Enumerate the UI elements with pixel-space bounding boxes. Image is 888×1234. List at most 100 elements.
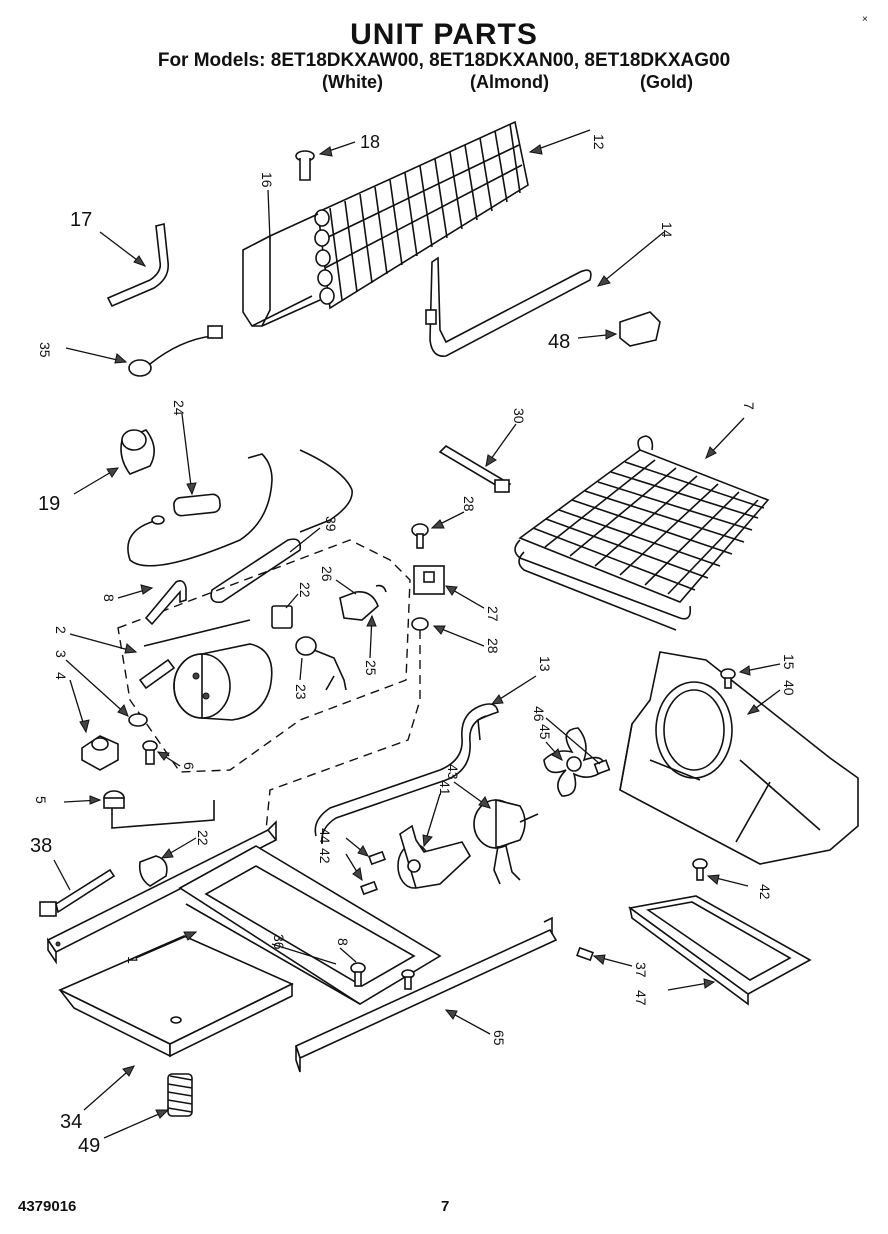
callout-46: 46	[531, 706, 547, 722]
callout-22-top: 22	[297, 582, 313, 598]
callout-41: 41	[437, 780, 453, 796]
callout-42-right: 42	[757, 884, 773, 900]
callout-8-bottom: 8	[335, 938, 351, 946]
leader-dashed-vertical	[265, 630, 421, 831]
callout-48: 48	[548, 331, 570, 353]
callout-49: 49	[78, 1135, 100, 1157]
callout-1: 1	[125, 956, 141, 964]
callout-27: 27	[485, 606, 501, 622]
models-line: For Models: 8ET18DKXAW00, 8ET18DKXAN00, …	[157, 50, 731, 71]
part-drier-24	[127, 449, 353, 567]
callout-65: 65	[491, 1030, 507, 1046]
part-relay-25	[295, 636, 347, 691]
callout-47: 47	[633, 990, 649, 1006]
part-condenser-shroud	[242, 213, 321, 327]
callout-7: 7	[741, 402, 757, 410]
leader-lines	[53, 129, 781, 1139]
part-base-frame	[178, 845, 442, 1005]
part-screw-15	[720, 668, 736, 689]
callout-38: 38	[30, 835, 52, 857]
part-condenser-coil	[314, 120, 529, 310]
page-title: UNIT PARTS	[350, 18, 538, 51]
part-screw-28a	[411, 523, 429, 549]
part-screw-42a	[360, 880, 378, 896]
part-tube-8	[144, 580, 187, 626]
callout-26: 26	[319, 566, 335, 582]
part-motor-mount-41	[397, 824, 472, 889]
part-relay-27	[413, 565, 445, 595]
page-number: 7	[441, 1198, 450, 1215]
variant-gold-label: (Gold)	[640, 72, 693, 92]
part-connector-22	[271, 605, 293, 629]
part-base-rail-left	[46, 820, 278, 965]
callout-28-top: 28	[461, 496, 477, 512]
part-foot-5	[103, 790, 125, 809]
callout-45: 45	[537, 724, 553, 740]
callout-5: 5	[33, 796, 49, 804]
part-screw-8b	[350, 962, 366, 987]
callout-30: 30	[511, 408, 527, 424]
part-drain-pan-47	[628, 895, 812, 1006]
document-number: 4379016	[18, 1198, 77, 1215]
part-bolt-6	[142, 740, 158, 765]
part-clip-46	[593, 759, 611, 775]
callout-40: 40	[781, 680, 797, 696]
part-base-plate-34	[58, 935, 294, 1058]
corner-mark: ×	[862, 14, 868, 25]
part-sleeve-19	[120, 429, 155, 475]
part-grommet-3	[128, 713, 148, 727]
callout-14: 14	[659, 222, 675, 238]
part-bracket-4	[81, 735, 119, 771]
part-screw-44	[368, 850, 386, 866]
callout-25: 25	[363, 660, 379, 676]
part-fan-bracket-40	[619, 651, 859, 865]
part-sensor-35	[128, 325, 223, 377]
part-spring-49	[167, 1073, 193, 1117]
callout-43: 43	[445, 764, 461, 780]
callout-36: 36	[271, 934, 287, 950]
callout-28-bottom: 28	[485, 638, 501, 654]
part-compressor	[138, 619, 273, 721]
callout-15: 15	[781, 654, 797, 670]
compressor-enclosure-outline	[117, 539, 411, 773]
part-screw-37	[576, 946, 594, 962]
callout-24: 24	[171, 400, 187, 416]
callout-8-top: 8	[101, 594, 117, 602]
callout-16: 16	[259, 172, 275, 188]
part-tie-38	[39, 868, 116, 917]
callout-18: 18	[360, 132, 380, 152]
part-screw-18	[295, 150, 315, 181]
part-fan-motor-43	[473, 798, 539, 885]
callout-4: 4	[53, 672, 69, 680]
callout-19: 19	[38, 493, 60, 515]
part-nut-28b	[411, 617, 429, 631]
part-clip-48	[619, 311, 661, 347]
variant-almond-label: (Almond)	[470, 72, 549, 92]
callout-12: 12	[591, 134, 607, 150]
part-clip-22b	[138, 855, 168, 887]
part-strip-30	[438, 444, 512, 493]
variant-white-label: (White)	[322, 72, 383, 92]
callout-22-bottom: 22	[195, 830, 211, 846]
part-fan-blade-45	[543, 727, 605, 797]
callout-23: 23	[293, 684, 309, 700]
callout-13: 13	[537, 656, 553, 672]
part-screw-36	[401, 969, 415, 990]
part-evaporator	[514, 435, 770, 631]
callout-42-left: 42	[317, 848, 333, 864]
part-defrost-heater	[425, 256, 592, 357]
callout-17: 17	[70, 209, 92, 231]
callout-6: 6	[181, 762, 197, 770]
callout-3: 3	[53, 650, 69, 658]
callout-2: 2	[53, 626, 69, 634]
callout-39: 39	[323, 516, 339, 532]
callout-37: 37	[633, 962, 649, 978]
part-base-rail-65	[295, 916, 558, 1073]
callout-44: 44	[317, 828, 333, 844]
leader-foot-link	[111, 800, 215, 829]
callout-35: 35	[37, 342, 53, 358]
part-bracket-26	[339, 584, 387, 621]
part-tube-13	[314, 703, 499, 837]
part-screw-42b	[692, 858, 708, 881]
